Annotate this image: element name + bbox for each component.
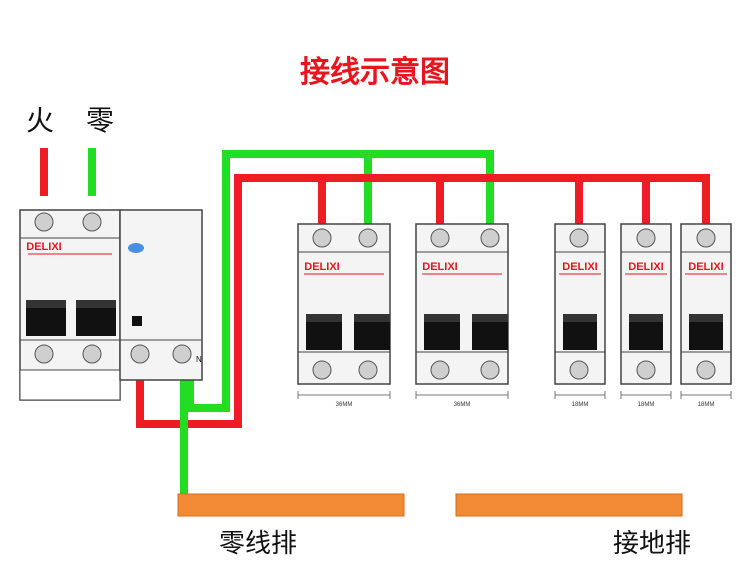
terminal-screw [696, 228, 716, 248]
terminal-screw [358, 228, 378, 248]
width-marker: 36MM [415, 391, 509, 408]
rcd-module: N [119, 209, 203, 381]
double-breaker-2: DELIXI [415, 223, 509, 385]
brand-logo: DELIXI [628, 261, 663, 273]
brand-logo: DELIXI [304, 261, 339, 273]
terminal-screw [430, 360, 450, 380]
main-breaker: DELIXI [19, 209, 121, 401]
terminal-screw [480, 360, 500, 380]
brand-logo: DELIXI [26, 241, 61, 253]
terminal-screw [312, 360, 332, 380]
terminal-screw [172, 344, 192, 364]
ground-bus-bar [455, 493, 683, 517]
single-breaker-1: DELIXI [554, 223, 606, 385]
neutral-bus-bar [177, 493, 405, 517]
terminal-screw [82, 344, 102, 364]
width-label: 18MM [572, 402, 589, 408]
width-label: 36MM [336, 402, 353, 408]
width-label: 18MM [638, 402, 655, 408]
live-feed-wire [136, 174, 710, 428]
width-label: 18MM [698, 402, 715, 408]
terminal-screw [34, 212, 54, 232]
neutral-label: 零 [86, 104, 114, 137]
terminal-screw [82, 212, 102, 232]
diagram-title: 接线示意图 [300, 55, 450, 90]
terminal-screw [696, 360, 716, 380]
terminal-screw [480, 228, 500, 248]
terminal-screw [130, 344, 150, 364]
incoming-live-wire [40, 148, 48, 196]
width-label: 36MM [454, 402, 471, 408]
terminal-screw [569, 228, 589, 248]
width-marker: 36MM [297, 391, 391, 408]
brand-logo: DELIXI [688, 261, 723, 273]
double-breaker-1: DELIXI [297, 223, 391, 385]
width-marker: 18MM [620, 391, 672, 408]
width-marker: 18MM [554, 391, 606, 408]
neutral-to-bar-wire [180, 370, 188, 510]
single-breaker-2: DELIXI [620, 223, 672, 385]
n-terminal-label: N [196, 355, 202, 364]
terminal-screw [358, 360, 378, 380]
terminal-screw [569, 360, 589, 380]
width-marker: 18MM [680, 391, 732, 408]
neutral-feed-wire [186, 150, 494, 412]
ground-bar-label: 接地排 [613, 529, 691, 559]
incoming-neutral-wire [88, 148, 96, 196]
live-label: 火 [26, 104, 54, 137]
terminal-screw [636, 360, 656, 380]
indicator-light [128, 243, 144, 253]
terminal-screw [636, 228, 656, 248]
brand-logo: DELIXI [422, 261, 457, 273]
test-button [132, 316, 142, 326]
terminal-screw [312, 228, 332, 248]
terminal-screw [430, 228, 450, 248]
neutral-bar-label: 零线排 [219, 529, 297, 559]
terminal-screw [34, 344, 54, 364]
single-breaker-3: DELIXI [680, 223, 732, 385]
brand-logo: DELIXI [562, 261, 597, 273]
